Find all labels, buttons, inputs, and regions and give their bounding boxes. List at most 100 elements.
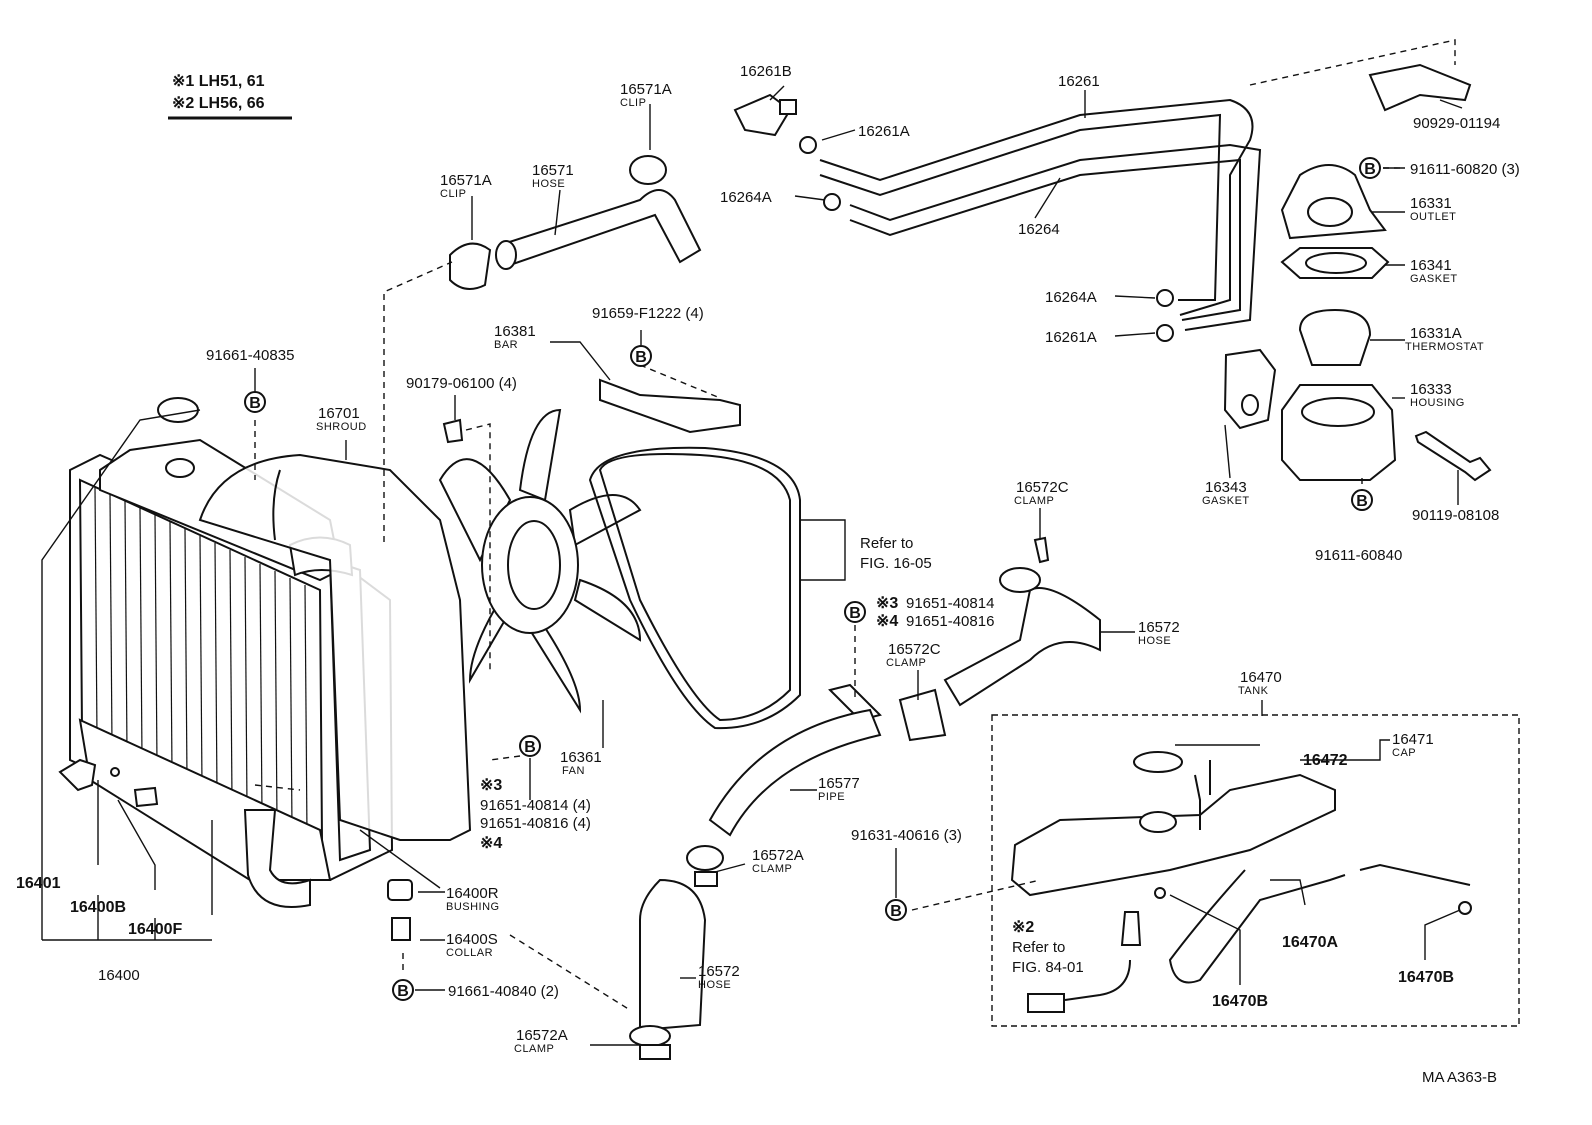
label-16331: 16331 (1410, 195, 1452, 212)
label-90119: 90119-08108 (1412, 507, 1499, 524)
label-90179: 90179-06100 (4) (406, 375, 517, 392)
label-16261B: 16261B (740, 63, 792, 80)
label-16261A-mid: 16261A (1045, 329, 1097, 346)
label-16331-sub: OUTLET (1410, 211, 1456, 223)
bolt-b-markers: B B B B B B B B (244, 157, 1381, 1001)
label-16577: 16577 (818, 775, 860, 792)
label-91611-bot: 91611-60840 (1315, 547, 1402, 564)
label-16572A-mid-sub: CLAMP (752, 863, 792, 875)
label-16361-sub: FAN (562, 765, 585, 777)
drive-belt (588, 446, 801, 730)
label-16571A-top-sub: CLIP (620, 97, 646, 109)
bolt-b-icon: B (885, 899, 907, 921)
svg-text:B: B (1356, 493, 1368, 510)
label-16261A-top: 16261A (858, 123, 910, 140)
label-16470A: 16470A (1282, 934, 1338, 951)
svg-text:B: B (524, 739, 536, 756)
mark-4b: ※4 (480, 835, 502, 852)
bypass-pipes (733, 63, 1472, 342)
lower-hoses (629, 536, 1101, 1060)
label-16343: 16343 (1205, 479, 1247, 496)
svg-text:B: B (249, 395, 261, 412)
label-16470-sub: TANK (1238, 685, 1269, 697)
label-16572-upper: 16572 (1138, 619, 1180, 636)
label-16264A-mid: 16264A (1045, 289, 1097, 306)
radiator-icon (58, 397, 472, 941)
bolt-b-icon: B (519, 735, 541, 757)
label-16571A-left: 16571A (440, 172, 492, 189)
refer-fig-16-05-line1: Refer to (860, 535, 913, 552)
label-16470B-mid: 16470B (1212, 993, 1268, 1010)
label-16381: 16381 (494, 323, 536, 340)
label-16701: 16701 (318, 405, 360, 422)
bolt-90179 (442, 418, 464, 444)
label-16577-sub: PIPE (818, 791, 845, 803)
label-16331A: 16331A (1410, 325, 1462, 342)
reserve-tank-icon (991, 714, 1520, 1027)
mark-3b: ※3 (480, 777, 502, 794)
label-16343-sub: GASKET (1202, 495, 1250, 507)
svg-text:B: B (635, 349, 647, 366)
upper-hose (449, 155, 702, 290)
thermostat-icon (1223, 164, 1492, 482)
bolt-b-icon: B (1359, 157, 1381, 179)
label-16472: 16472 (1303, 752, 1348, 769)
label-16400R: 16400R (446, 885, 499, 902)
bolt-b-icon: B (630, 345, 652, 367)
label-16572-lower-sub: HOSE (698, 979, 731, 991)
bolt-b-icon: B (244, 391, 266, 413)
label-16701-sub: SHROUD (316, 421, 367, 433)
label-16400F: 16400F (128, 921, 182, 938)
part-labels: 16571A CLIP 16571A CLIP 16571 HOSE 16261… (16, 63, 1520, 1086)
bolt-b-icon: B (1351, 489, 1373, 511)
label-91611-top: 91611-60820 (3) (1410, 161, 1520, 178)
label-16470: 16470 (1240, 669, 1282, 686)
label-16571A-top: 16571A (620, 81, 672, 98)
refer-fig-16-05-line2: FIG. 16-05 (860, 555, 932, 572)
label-91661-bot: 91661-40840 (2) (448, 983, 559, 1000)
label-16572C-mid: 16572C (888, 641, 941, 658)
legend-line-1: ※1 LH51, 61 (172, 73, 265, 90)
mark-4: ※4 (876, 613, 898, 630)
label-16333-sub: HOUSING (1410, 397, 1465, 409)
label-16400S-sub: COLLAR (446, 947, 493, 959)
label-16572-lower: 16572 (698, 963, 740, 980)
label-90929: 90929-01194 (1413, 115, 1500, 132)
label-16400R-sub: BUSHING (446, 901, 500, 913)
label-16264: 16264 (1018, 221, 1060, 238)
label-16572A-bot: 16572A (516, 1027, 568, 1044)
leader-lines (41, 85, 1463, 1046)
svg-text:B: B (890, 903, 902, 920)
label-16572C-top: 16572C (1016, 479, 1069, 496)
bolt-b-icon: B (392, 979, 414, 1001)
label-16381-sub: BAR (494, 339, 518, 351)
fan-icon (438, 408, 642, 714)
refer-fig-84-01-line2: FIG. 84-01 (1012, 959, 1084, 976)
label-16400S: 16400S (446, 931, 498, 948)
legend-line-2: ※2 LH56, 66 (172, 95, 265, 112)
label-16470B-right: 16470B (1398, 969, 1454, 986)
label-16471-sub: CAP (1392, 747, 1416, 759)
label-91651-40814-4: 91651-40814 (4) (480, 797, 591, 814)
label-91661-top: 91661-40835 (206, 347, 294, 364)
label-16571A-left-sub: CLIP (440, 188, 466, 200)
figure-code: MA A363-B (1422, 1069, 1497, 1086)
label-16571-sub: HOSE (532, 178, 565, 190)
label-16264A-top: 16264A (720, 189, 772, 206)
label-16341-sub: GASKET (1410, 273, 1458, 285)
label-91651-40816: 91651-40816 (906, 613, 994, 630)
svg-text:B: B (397, 983, 409, 1000)
label-91651-40816-4: 91651-40816 (4) (480, 815, 591, 832)
label-91659: 91659-F1222 (4) (592, 305, 704, 322)
label-16261: 16261 (1058, 73, 1100, 90)
legend: ※1 LH51, 61 ※2 LH56, 66 (168, 73, 292, 120)
label-16361: 16361 (560, 749, 602, 766)
label-16572A-bot-sub: CLAMP (514, 1043, 554, 1055)
label-16572-upper-sub: HOSE (1138, 635, 1171, 647)
label-16333: 16333 (1410, 381, 1452, 398)
label-16401: 16401 (16, 875, 61, 892)
label-91631: 91631-40616 (3) (851, 827, 962, 844)
label-16400: 16400 (98, 967, 140, 984)
svg-text:B: B (1364, 161, 1376, 178)
bolt-b-icon: B (844, 601, 866, 623)
